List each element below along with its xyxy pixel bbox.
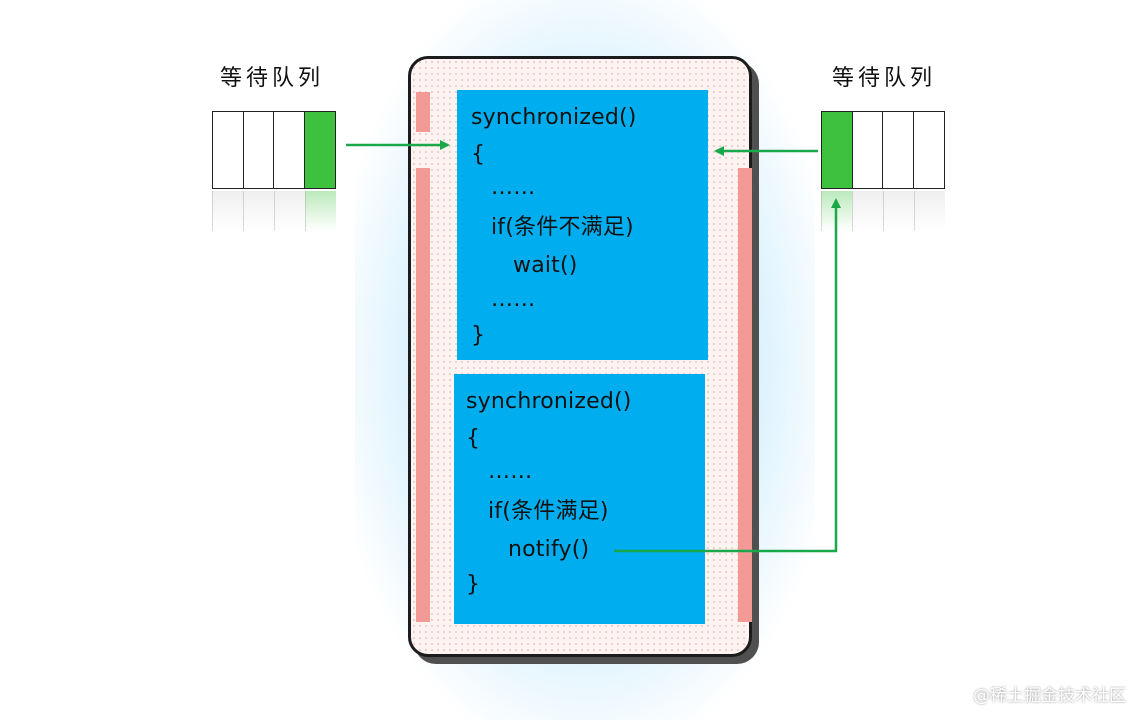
left-entry-bar <box>416 168 430 622</box>
wait-code-line: …… <box>491 175 536 200</box>
left-queue-reflection <box>212 191 336 231</box>
right-queue-slot <box>912 111 945 189</box>
wait-code-block: synchronized() { …… if(条件不满足) wait() …… … <box>457 90 708 360</box>
left-queue-slot <box>212 111 244 189</box>
notify-code-line: synchronized() <box>466 389 632 414</box>
notify-code-line: { <box>466 426 481 451</box>
wait-call: wait() <box>513 253 578 278</box>
right-queue <box>821 111 945 189</box>
right-queue-title: 等待队列 <box>832 66 937 91</box>
left-queue <box>212 111 336 189</box>
notify-code-line: …… <box>488 459 533 484</box>
left-queue-slot-waiting-thread <box>303 111 336 189</box>
wait-code-line: { <box>471 142 486 167</box>
left-entry-bar-top <box>416 92 430 132</box>
notify-code-line: if(条件满足) <box>488 499 609 524</box>
notify-arrow <box>614 198 841 553</box>
left-queue-title: 等待队列 <box>220 66 325 91</box>
right-wait-bar <box>738 168 752 622</box>
wait-code-line: synchronized() <box>471 105 637 130</box>
notify-call: notify() <box>508 537 590 562</box>
watermark: @稀土掘金技术社区 <box>973 686 1126 706</box>
notify-code-line: } <box>466 572 481 597</box>
wait-code-line: if(条件不满足) <box>491 215 634 240</box>
wait-code-line: } <box>471 323 486 348</box>
right-queue-reflection <box>821 191 945 231</box>
wait-code-line: …… <box>491 287 536 312</box>
notify-code-block: synchronized() { …… if(条件满足) notify() } <box>454 374 705 624</box>
